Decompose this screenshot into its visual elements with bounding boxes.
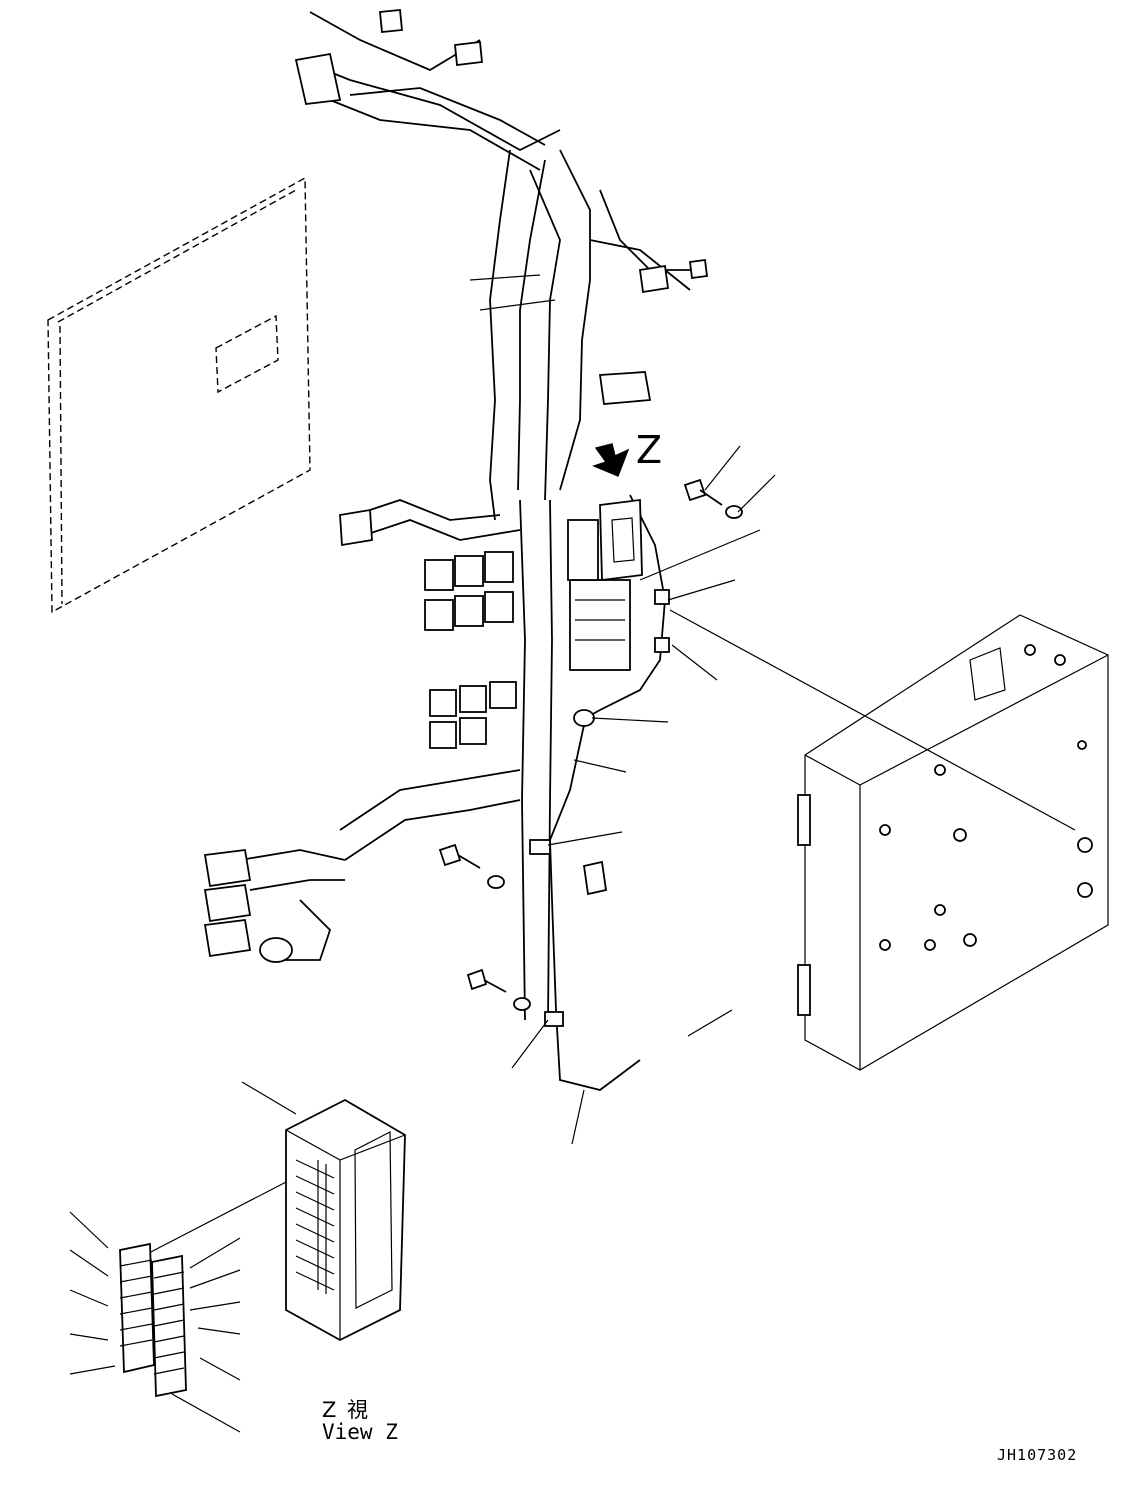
main-harness [239, 9, 709, 1021]
connector-pins [295, 1159, 335, 1294]
cover-panel [47, 176, 311, 614]
multi-pin-connectors [203, 848, 252, 958]
drawing-code: JH107302 [997, 1446, 1078, 1464]
view-z-arrow [592, 443, 630, 477]
projection-lines [144, 529, 1076, 1256]
bolts-and-washers [438, 478, 743, 1011]
leader-lines [241, 445, 776, 1145]
view-z-arrow-label: Z [636, 428, 663, 472]
relay-connector-group [424, 519, 631, 749]
detail-leader-lines [69, 1211, 241, 1433]
sub-harness-wire [529, 494, 670, 1091]
view-caption-english: View Z [322, 1420, 398, 1444]
enlarged-connector [285, 1098, 406, 1342]
terminal-stack-detail [119, 1242, 187, 1398]
controller-box [797, 614, 1109, 1071]
view-caption-japanese: Z 視 [322, 1398, 371, 1422]
